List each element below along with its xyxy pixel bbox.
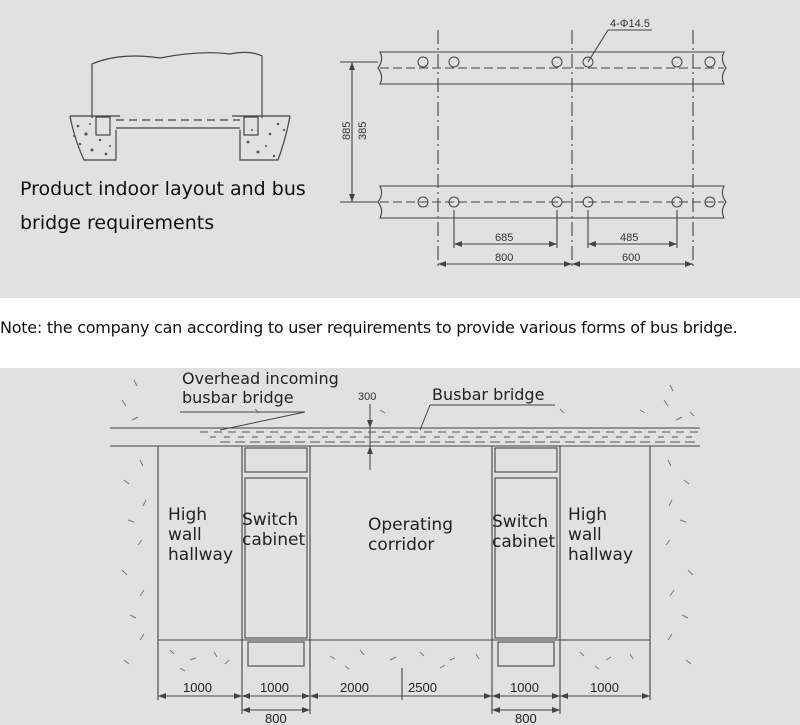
top-drawing: 4-Φ14.5 885 385 685 800 485 600	[69, 18, 727, 270]
base-channel-plan	[340, 29, 727, 270]
walls-and-floor	[110, 427, 700, 714]
leader-busbar-arrow	[419, 404, 431, 431]
arrowheads-bottom	[158, 420, 650, 713]
right-hallway-line3: hallway	[568, 545, 633, 565]
left-hallway-line3: hallway	[168, 545, 233, 565]
dim-800: 800	[495, 252, 513, 264]
overhead-label-line2: busbar bridge	[182, 388, 294, 407]
dim-800-left: 800	[265, 711, 287, 725]
soil-hatching-top	[73, 122, 286, 158]
corridor-line1: Operating	[368, 515, 453, 535]
overhead-label-line1: Overhead incoming	[182, 369, 339, 388]
left-cabinet-line2: cabinet	[242, 530, 306, 550]
dim-1000-a: 1000	[183, 680, 212, 695]
hole-spec-label: 4-Φ14.5	[610, 18, 650, 30]
right-cabinet-line1: Switch	[492, 512, 548, 532]
dim-2500: 2500	[408, 680, 437, 695]
leader-overhead-arrow	[219, 411, 306, 431]
busbar-hatching	[200, 431, 700, 443]
dim-1000-c: 1000	[510, 680, 539, 695]
right-cabinet-line2: cabinet	[492, 532, 556, 552]
arrowheads-top	[349, 62, 693, 267]
dim-800-right: 800	[515, 711, 537, 725]
corridor-line2: corridor	[368, 535, 434, 555]
indoor-layout-sketch	[69, 51, 291, 161]
right-hallway-line1: High	[568, 505, 607, 525]
right-hallway-line2: wall	[568, 525, 602, 545]
dim-485: 485	[620, 232, 638, 244]
dim-385: 385	[357, 122, 369, 140]
note-text: Note: the company can according to user …	[0, 318, 738, 337]
dim-300: 300	[358, 391, 376, 403]
dim-1000-b: 1000	[260, 680, 289, 695]
dim-1000-d: 1000	[590, 680, 619, 695]
dim-685: 685	[495, 232, 513, 244]
dim-600: 600	[622, 252, 640, 264]
dim-2000: 2000	[340, 680, 369, 695]
busbar-bridge-label: Busbar bridge	[432, 385, 544, 404]
left-cabinet-line1: Switch	[242, 510, 298, 530]
dim-885: 885	[341, 122, 353, 140]
left-hallway-line1: High	[168, 505, 207, 525]
ground-hatching	[121, 379, 695, 672]
left-hallway-line2: wall	[168, 525, 202, 545]
top-panel	[0, 0, 800, 298]
top-caption: Product indoor layout and bus bridge req…	[20, 178, 306, 234]
